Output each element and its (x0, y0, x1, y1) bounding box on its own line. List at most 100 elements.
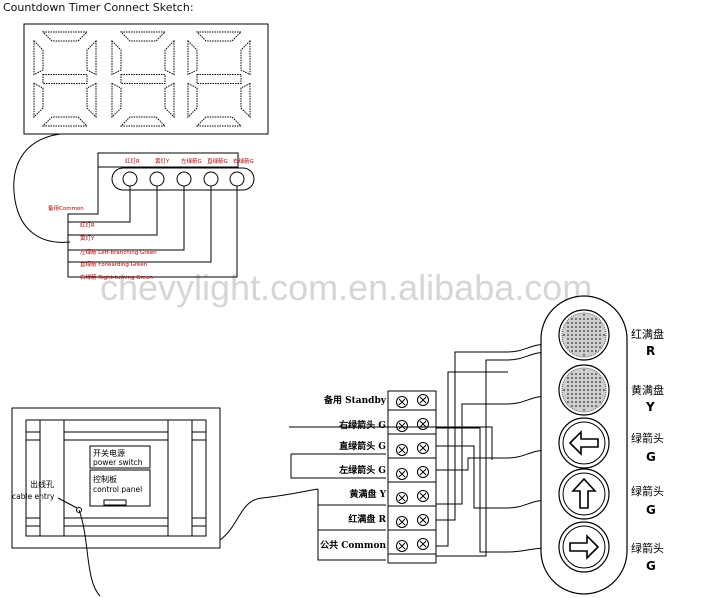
connector-label-yellow: 黄灯Y (155, 157, 170, 165)
terminal-row (388, 394, 436, 411)
lamp-name-up-arrow: 绿箭头 (631, 484, 664, 498)
terminal-screw (417, 538, 429, 550)
terminal-row (388, 442, 436, 459)
lamp-code-red: R (646, 344, 655, 358)
digit-1 (33, 31, 97, 127)
wire-label-common: 备用Common (48, 204, 84, 212)
segment-bottom (195, 116, 243, 127)
segment-lower-left (111, 82, 122, 119)
segment-lower-right (240, 82, 251, 119)
lamp-5-right-arrow (558, 521, 610, 573)
connector-label-red: 红灯R (125, 157, 140, 165)
cable-entry-label-en: cable entry (12, 492, 55, 501)
terminal-screw (396, 468, 408, 480)
digit-3 (187, 31, 251, 127)
control-panel-label-en: control panel (93, 485, 142, 494)
traffic-light-lamps (558, 309, 610, 573)
seven-segment-digits (33, 31, 251, 127)
segment-upper-left (111, 39, 122, 76)
up-arrow-icon (571, 477, 597, 509)
lamp-name-left-arrow: 绿箭头 (631, 431, 664, 445)
red-wire (68, 186, 131, 223)
terminal-screw (417, 466, 429, 478)
power-switch-module (89, 445, 151, 469)
terminal-screw (417, 442, 429, 454)
terminal-screw (396, 492, 408, 504)
digit-2 (111, 31, 175, 127)
terminal-label-red-ball: 红满盘 R (348, 513, 386, 525)
lamp-code-right-arrow: G (646, 559, 656, 573)
terminal-label-right-arrow: 右绿箭头 G (338, 419, 386, 431)
cable-entry-label-cn: 出线孔 (30, 479, 54, 489)
terminal-screw (417, 394, 429, 406)
connector-label-straight-green: 直绿箭G (207, 157, 228, 165)
segment-top (195, 31, 243, 42)
terminal-screw (396, 540, 408, 552)
control-box-post-right (167, 419, 193, 537)
terminal-screw (396, 516, 408, 528)
lamp-2-full-ball (558, 364, 610, 416)
segment-lower-left (187, 82, 198, 119)
left-wire-right-arrow (289, 426, 493, 460)
left-wire-left-arrow (290, 454, 386, 479)
control-box-rail-bottom (25, 517, 207, 527)
control-to-terminal-cable (219, 488, 319, 541)
control-box-post-left (39, 419, 65, 537)
connector-pin-3 (176, 171, 192, 187)
terminal-label-standby: 备用 Standby (323, 394, 387, 406)
control-panel-label-cn: 控制板 (93, 474, 117, 484)
terminal-screw (417, 490, 429, 502)
terminal-row (388, 514, 436, 531)
terminal-label-straight-arrow: 直绿箭头 G (339, 440, 386, 452)
lamp-name-red: 红满盘 (631, 327, 664, 341)
display-to-box-cable (13, 133, 71, 243)
control-box: 开关电源 power switch 控制板 control panel 出线孔 … (11, 407, 221, 549)
segment-lower-left (33, 82, 44, 119)
cable-entry-wire (78, 509, 101, 597)
lamp-name-right-arrow: 绿箭头 (631, 541, 664, 555)
connector-label-left-green: 左绿箭G (181, 157, 202, 165)
segment-top (119, 31, 167, 42)
lamp-name-yellow: 黄满盘 (631, 383, 664, 397)
terminal-block-body (387, 390, 437, 564)
segment-upper-right (164, 39, 175, 76)
segment-lower-right (86, 82, 97, 119)
control-box-rail-top (25, 431, 207, 441)
connector-pin-5 (229, 171, 245, 187)
segment-lower-right (164, 82, 175, 119)
diagram-title: Countdown Timer Connect Sketch: (3, 1, 194, 14)
terminal-screw (417, 514, 429, 526)
lamp-code-left-arrow: G (646, 450, 656, 464)
left-arrow-icon (568, 430, 599, 456)
segment-middle (196, 74, 242, 84)
segment-middle (120, 74, 166, 84)
segment-upper-right (240, 39, 251, 76)
control-panel-connector (103, 499, 127, 506)
common-bus-wire (436, 371, 508, 547)
left-green-wire (68, 186, 185, 251)
power-switch-label-cn: 开关电源 (93, 448, 125, 458)
watermark: chevylight.com.en.alibaba.com (100, 267, 592, 308)
segment-bottom (41, 116, 89, 127)
wire-label-left-green: 左绿箭 Left-branching Green (80, 248, 157, 256)
lamp-3-left-arrow (558, 417, 610, 469)
right-arrow-icon (569, 534, 600, 560)
connector-pin-1 (122, 171, 138, 187)
right-green-wire (68, 186, 238, 278)
terminal-row (388, 490, 436, 507)
wire-label-straight-green: 直绿箭 Forwarding Green (80, 260, 148, 268)
traffic-light (540, 295, 628, 595)
terminal-row (388, 538, 436, 555)
wire-label-right-green: 右绿箭 Right-turning Green (80, 273, 153, 281)
terminal-label-left-arrow: 左绿箭头 G (338, 464, 386, 476)
cable-entry-pointer (57, 497, 78, 509)
lamp-code-up-arrow: G (646, 503, 656, 517)
lamp-1-full-ball (558, 309, 610, 361)
segment-bottom (119, 116, 167, 127)
segment-top (41, 31, 89, 42)
power-switch-label-en: power switch (93, 458, 143, 467)
connector-pin-2 (149, 171, 165, 187)
terminal-screw (396, 396, 408, 408)
terminal-label-yellow-ball: 黄满盘 Y (349, 488, 386, 500)
